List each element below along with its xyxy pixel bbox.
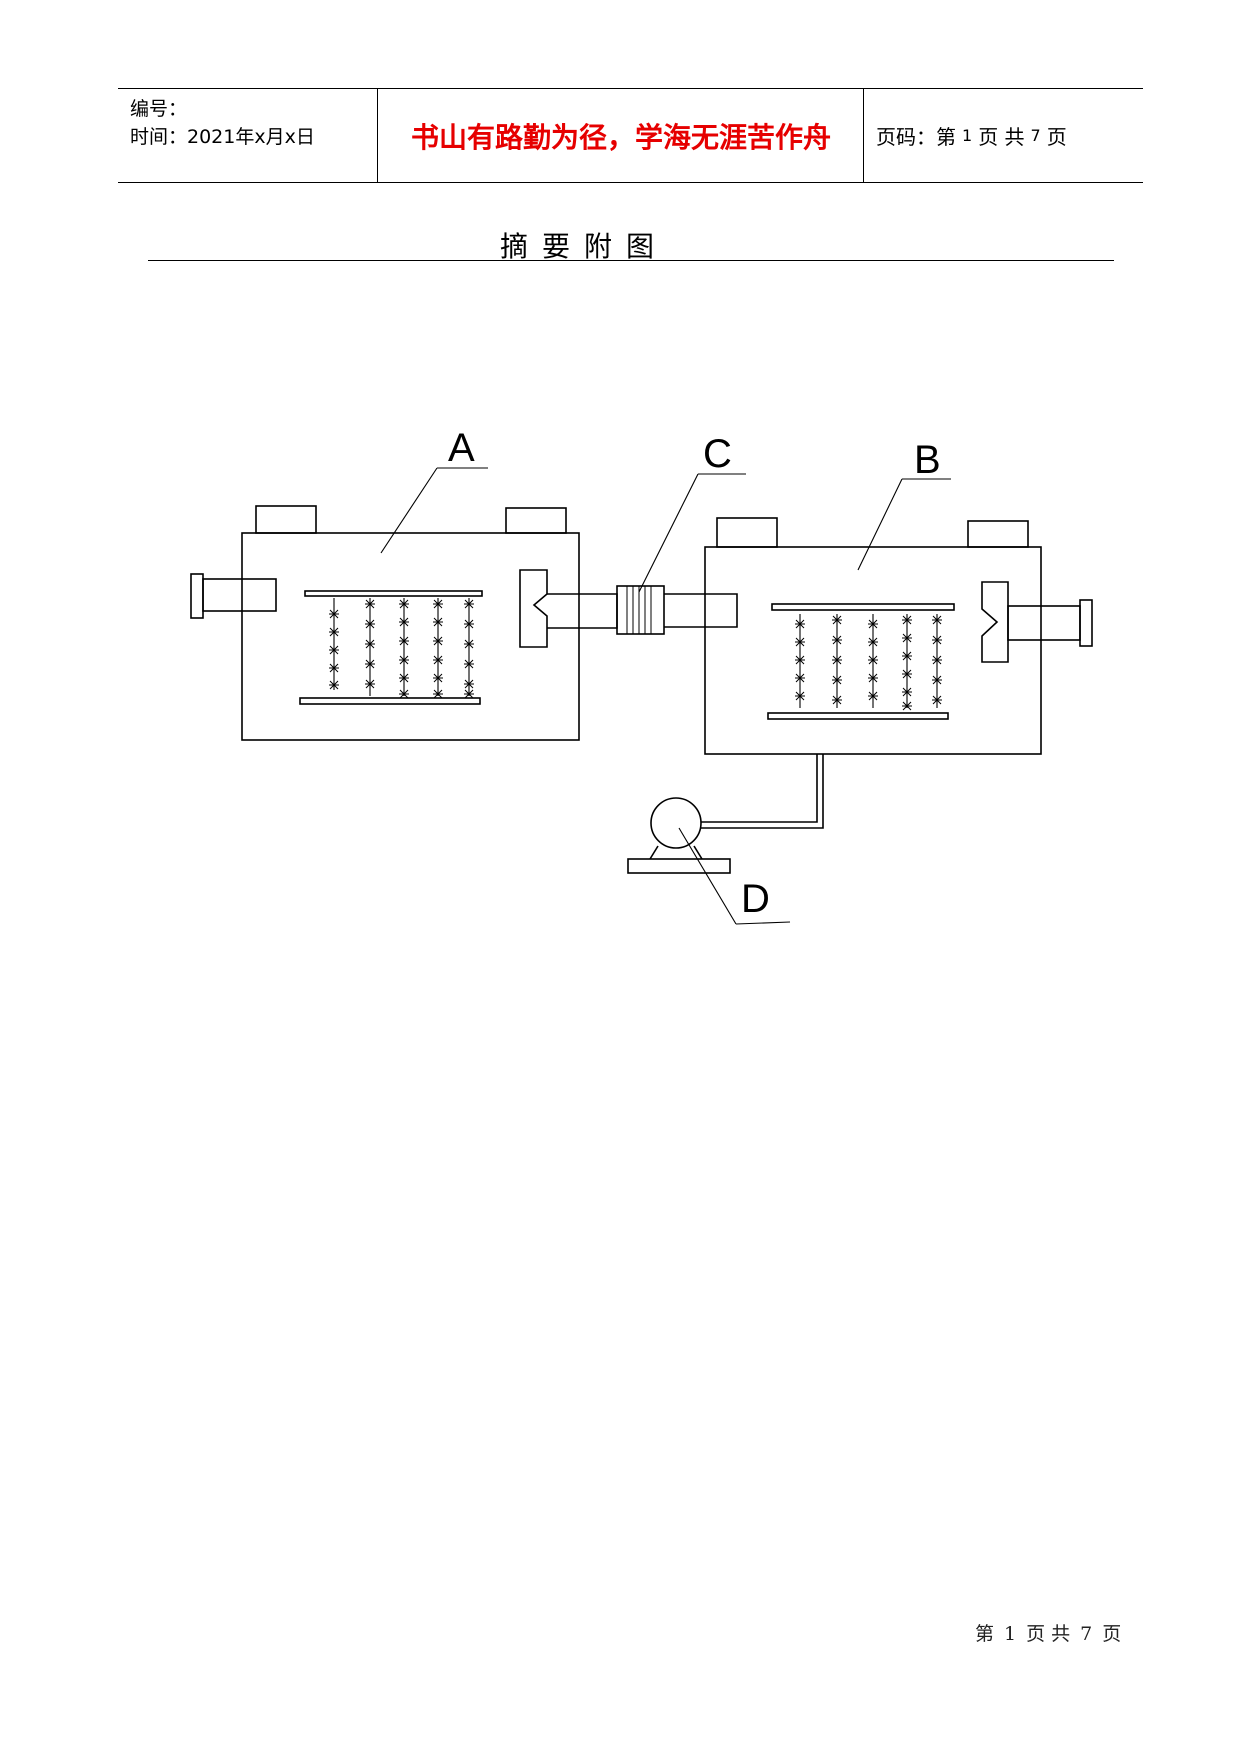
filament-marker [932, 635, 942, 645]
filament-marker [365, 639, 375, 649]
filament-marker [932, 615, 942, 625]
filament-marker [433, 655, 443, 665]
document-number-label: 编号： [130, 98, 188, 120]
document-header: 编号： 时间：2021年x月x日 书山有路勤为径，学海无涯苦作舟 页码：第 1 … [118, 88, 1143, 183]
page-label: 页码：第 [876, 125, 956, 149]
filament-marker [868, 691, 878, 701]
filament-marker [399, 617, 409, 627]
filament-marker [868, 673, 878, 683]
filament-marker [433, 617, 443, 627]
filament-marker [832, 615, 842, 625]
filament-marker [399, 689, 409, 699]
filament-marker [329, 609, 339, 619]
filament-marker [868, 637, 878, 647]
filament-marker [902, 651, 912, 661]
label-d: D [741, 877, 770, 921]
page-title: 摘要附图 [500, 230, 669, 263]
filament-markers [329, 599, 942, 711]
filament-marker [365, 679, 375, 689]
filament-marker [832, 635, 842, 645]
filament-marker [365, 659, 375, 669]
apparatus-diagram [190, 467, 1093, 925]
tank-a [190, 505, 580, 741]
page-mid: 页 共 [978, 125, 1025, 149]
filament-marker [868, 655, 878, 665]
filament-marker [795, 637, 805, 647]
filament-group-a [333, 598, 470, 696]
footer-current: 1 [1004, 1623, 1017, 1645]
filament-marker [932, 655, 942, 665]
filament-marker [795, 691, 805, 701]
filament-marker [329, 645, 339, 655]
filament-marker [433, 689, 443, 699]
filament-marker [464, 679, 474, 689]
filament-marker [832, 675, 842, 685]
header-meta: 编号： 时间：2021年x月x日 [130, 95, 315, 151]
filament-marker [902, 669, 912, 679]
filament-marker [433, 673, 443, 683]
filament-marker [464, 619, 474, 629]
filament-marker [365, 599, 375, 609]
header-motto: 书山有路勤为径，学海无涯苦作舟 [410, 120, 831, 154]
title-underline [148, 260, 1114, 261]
filament-marker [365, 619, 375, 629]
connecting-pipe [547, 585, 738, 635]
footer-total: 7 [1080, 1623, 1093, 1645]
header-page-info: 页码：第 1 页 共 7 页 [876, 89, 1067, 182]
filament-marker [433, 599, 443, 609]
diagram-labels: A C B D [448, 426, 941, 921]
label-a: A [448, 426, 475, 470]
filament-marker [795, 655, 805, 665]
filament-marker [464, 689, 474, 699]
footer-prefix: 第 [975, 1623, 995, 1645]
filament-marker [329, 663, 339, 673]
filament-marker [832, 655, 842, 665]
filament-marker [464, 599, 474, 609]
filament-marker [399, 673, 409, 683]
leader-lines [380, 467, 951, 925]
page-total: 7 [1030, 126, 1041, 145]
filament-marker [902, 701, 912, 711]
tank-b [704, 517, 1093, 755]
filament-marker [399, 599, 409, 609]
label-c: C [703, 432, 732, 476]
page-suffix: 页 [1046, 125, 1067, 149]
filament-marker [433, 636, 443, 646]
filament-marker [902, 615, 912, 625]
filament-marker [399, 655, 409, 665]
filament-marker [902, 687, 912, 697]
filament-marker [464, 659, 474, 669]
footer-suffix: 页 [1102, 1623, 1122, 1645]
filament-marker [399, 636, 409, 646]
filament-marker [329, 627, 339, 637]
filament-marker [932, 675, 942, 685]
header-divider [863, 89, 864, 182]
filament-marker [932, 695, 942, 705]
header-divider [377, 89, 378, 182]
filament-marker [464, 639, 474, 649]
filament-marker [868, 619, 878, 629]
document-date: 时间：2021年x月x日 [130, 126, 315, 148]
filament-marker [795, 619, 805, 629]
filament-marker [795, 673, 805, 683]
page-current: 1 [962, 126, 973, 145]
footer-mid: 页 共 [1026, 1623, 1071, 1645]
pump-d [627, 754, 824, 874]
filament-group-b [799, 614, 938, 708]
label-b: B [914, 438, 941, 482]
filament-marker [902, 633, 912, 643]
filament-marker [832, 695, 842, 705]
filament-marker [329, 680, 339, 690]
